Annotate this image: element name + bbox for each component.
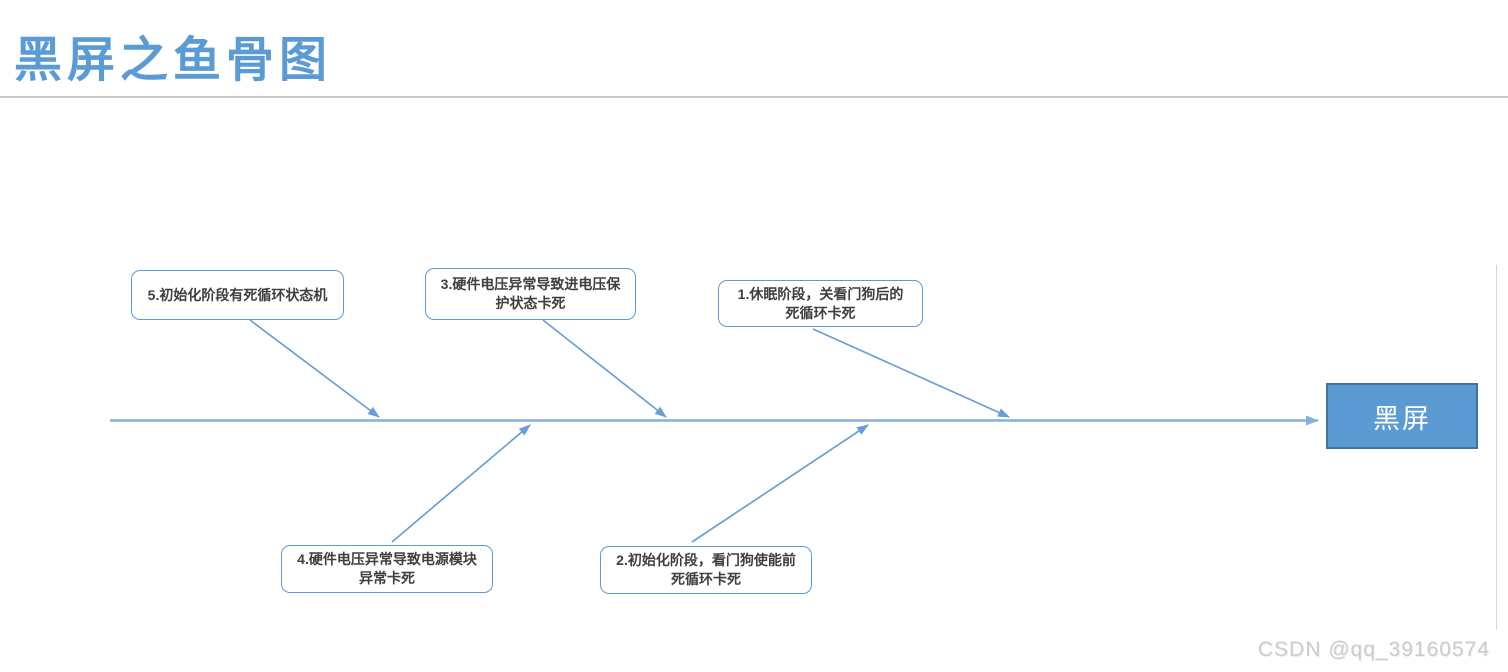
cause-box-1: 1.休眠阶段，关看门狗后的死循环卡死 xyxy=(718,280,923,327)
cause-box-5: 5.初始化阶段有死循环状态机 xyxy=(131,270,344,320)
cause-label-2: 2.初始化阶段，看门狗使能前死循环卡死 xyxy=(616,552,796,587)
fishbone-lines xyxy=(110,319,1319,543)
watermark: CSDN @qq_39160574 xyxy=(1257,638,1490,661)
branch-line-cause-4 xyxy=(391,424,531,543)
branch-line-cause-2 xyxy=(691,424,869,543)
cause-label-5: 5.初始化阶段有死循环状态机 xyxy=(147,286,328,303)
cause-box-4: 4.硬件电压异常导致电源模块异常卡死 xyxy=(281,545,493,593)
cause-box-3: 3.硬件电压异常导致进电压保护状态卡死 xyxy=(425,268,636,320)
branch-line-cause-5 xyxy=(249,319,380,418)
effect-label: 黑屏 xyxy=(1373,403,1431,434)
cause-box-2: 2.初始化阶段，看门狗使能前死循环卡死 xyxy=(600,546,812,594)
page-edge-line xyxy=(1496,265,1497,630)
effect-box: 黑屏 xyxy=(1326,383,1478,449)
cause-label-4: 4.硬件电压异常导致电源模块异常卡死 xyxy=(297,551,477,586)
cause-label-3: 3.硬件电压异常导致进电压保护状态卡死 xyxy=(440,276,621,311)
branch-line-cause-3 xyxy=(542,319,667,418)
cause-label-1: 1.休眠阶段，关看门狗后的死循环卡死 xyxy=(737,285,904,321)
fishbone-diagram: 5.初始化阶段有死循环状态机 3.硬件电压异常导致进电压保护状态卡死 1.休眠阶… xyxy=(0,98,1508,672)
page-header: 黑屏之鱼骨图 xyxy=(0,0,1508,98)
branch-line-cause-1 xyxy=(812,328,1010,418)
page-title: 黑屏之鱼骨图 xyxy=(14,34,333,87)
